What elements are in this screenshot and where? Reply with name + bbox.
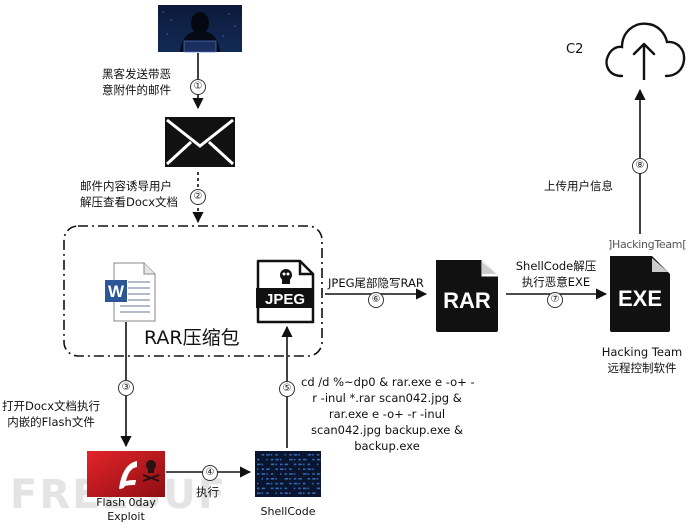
- step-1-number: ①: [190, 79, 206, 95]
- step-1-label: 黑客发送带恶意附件的邮件: [102, 67, 171, 97]
- step-2-number: ②: [190, 189, 206, 205]
- step-4-label: 执行: [196, 485, 219, 499]
- rar-file-icon: RAR: [430, 258, 504, 334]
- rar-package-box: [63, 225, 323, 357]
- step-7-number: ⑦: [547, 292, 563, 308]
- jpeg-file-icon: JPEG: [254, 259, 316, 324]
- step-6-number: ⑥: [368, 292, 384, 308]
- step-8-label: 上传用户信息: [544, 179, 613, 193]
- shellcode-screen-icon: [255, 451, 321, 497]
- word-document-icon: W: [104, 262, 156, 322]
- c2-label: C2: [566, 42, 584, 57]
- step-7-label: ShellCode解压执行恶意EXE: [515, 259, 597, 289]
- step-5-command: cd /d %~dp0 & rar.exe e -o+ - r -inul *.…: [301, 375, 475, 453]
- flash-icon: [87, 451, 165, 497]
- step-2-label: 邮件内容诱导用户解压查看Docx文档: [80, 179, 179, 209]
- cloud-upload-icon: [602, 14, 686, 82]
- hackingteam-brand: ]HackingTeam[: [608, 238, 687, 251]
- step-3-label: 打开Docx文档执行内嵌的Flash文件: [2, 399, 101, 429]
- step-8-number: ⑧: [632, 158, 648, 174]
- svg-text:W: W: [108, 282, 125, 301]
- jpeg-file-text: JPEG: [265, 291, 305, 308]
- step-6-label: JPEG尾部隐写RAR: [328, 276, 424, 290]
- exe-file-text: EXE: [618, 286, 662, 311]
- shellcode-caption: ShellCode: [260, 505, 316, 518]
- rar-package-label: RAR压缩包: [144, 327, 240, 349]
- step-4-number: ④: [202, 465, 218, 481]
- rar-file-text: RAR: [443, 288, 491, 313]
- step-5-number: ⑤: [279, 381, 295, 397]
- step-3-number: ③: [118, 380, 134, 396]
- exe-file-icon: EXE: [606, 254, 674, 334]
- hacker-photo: [158, 5, 242, 53]
- envelope-icon: [164, 116, 236, 168]
